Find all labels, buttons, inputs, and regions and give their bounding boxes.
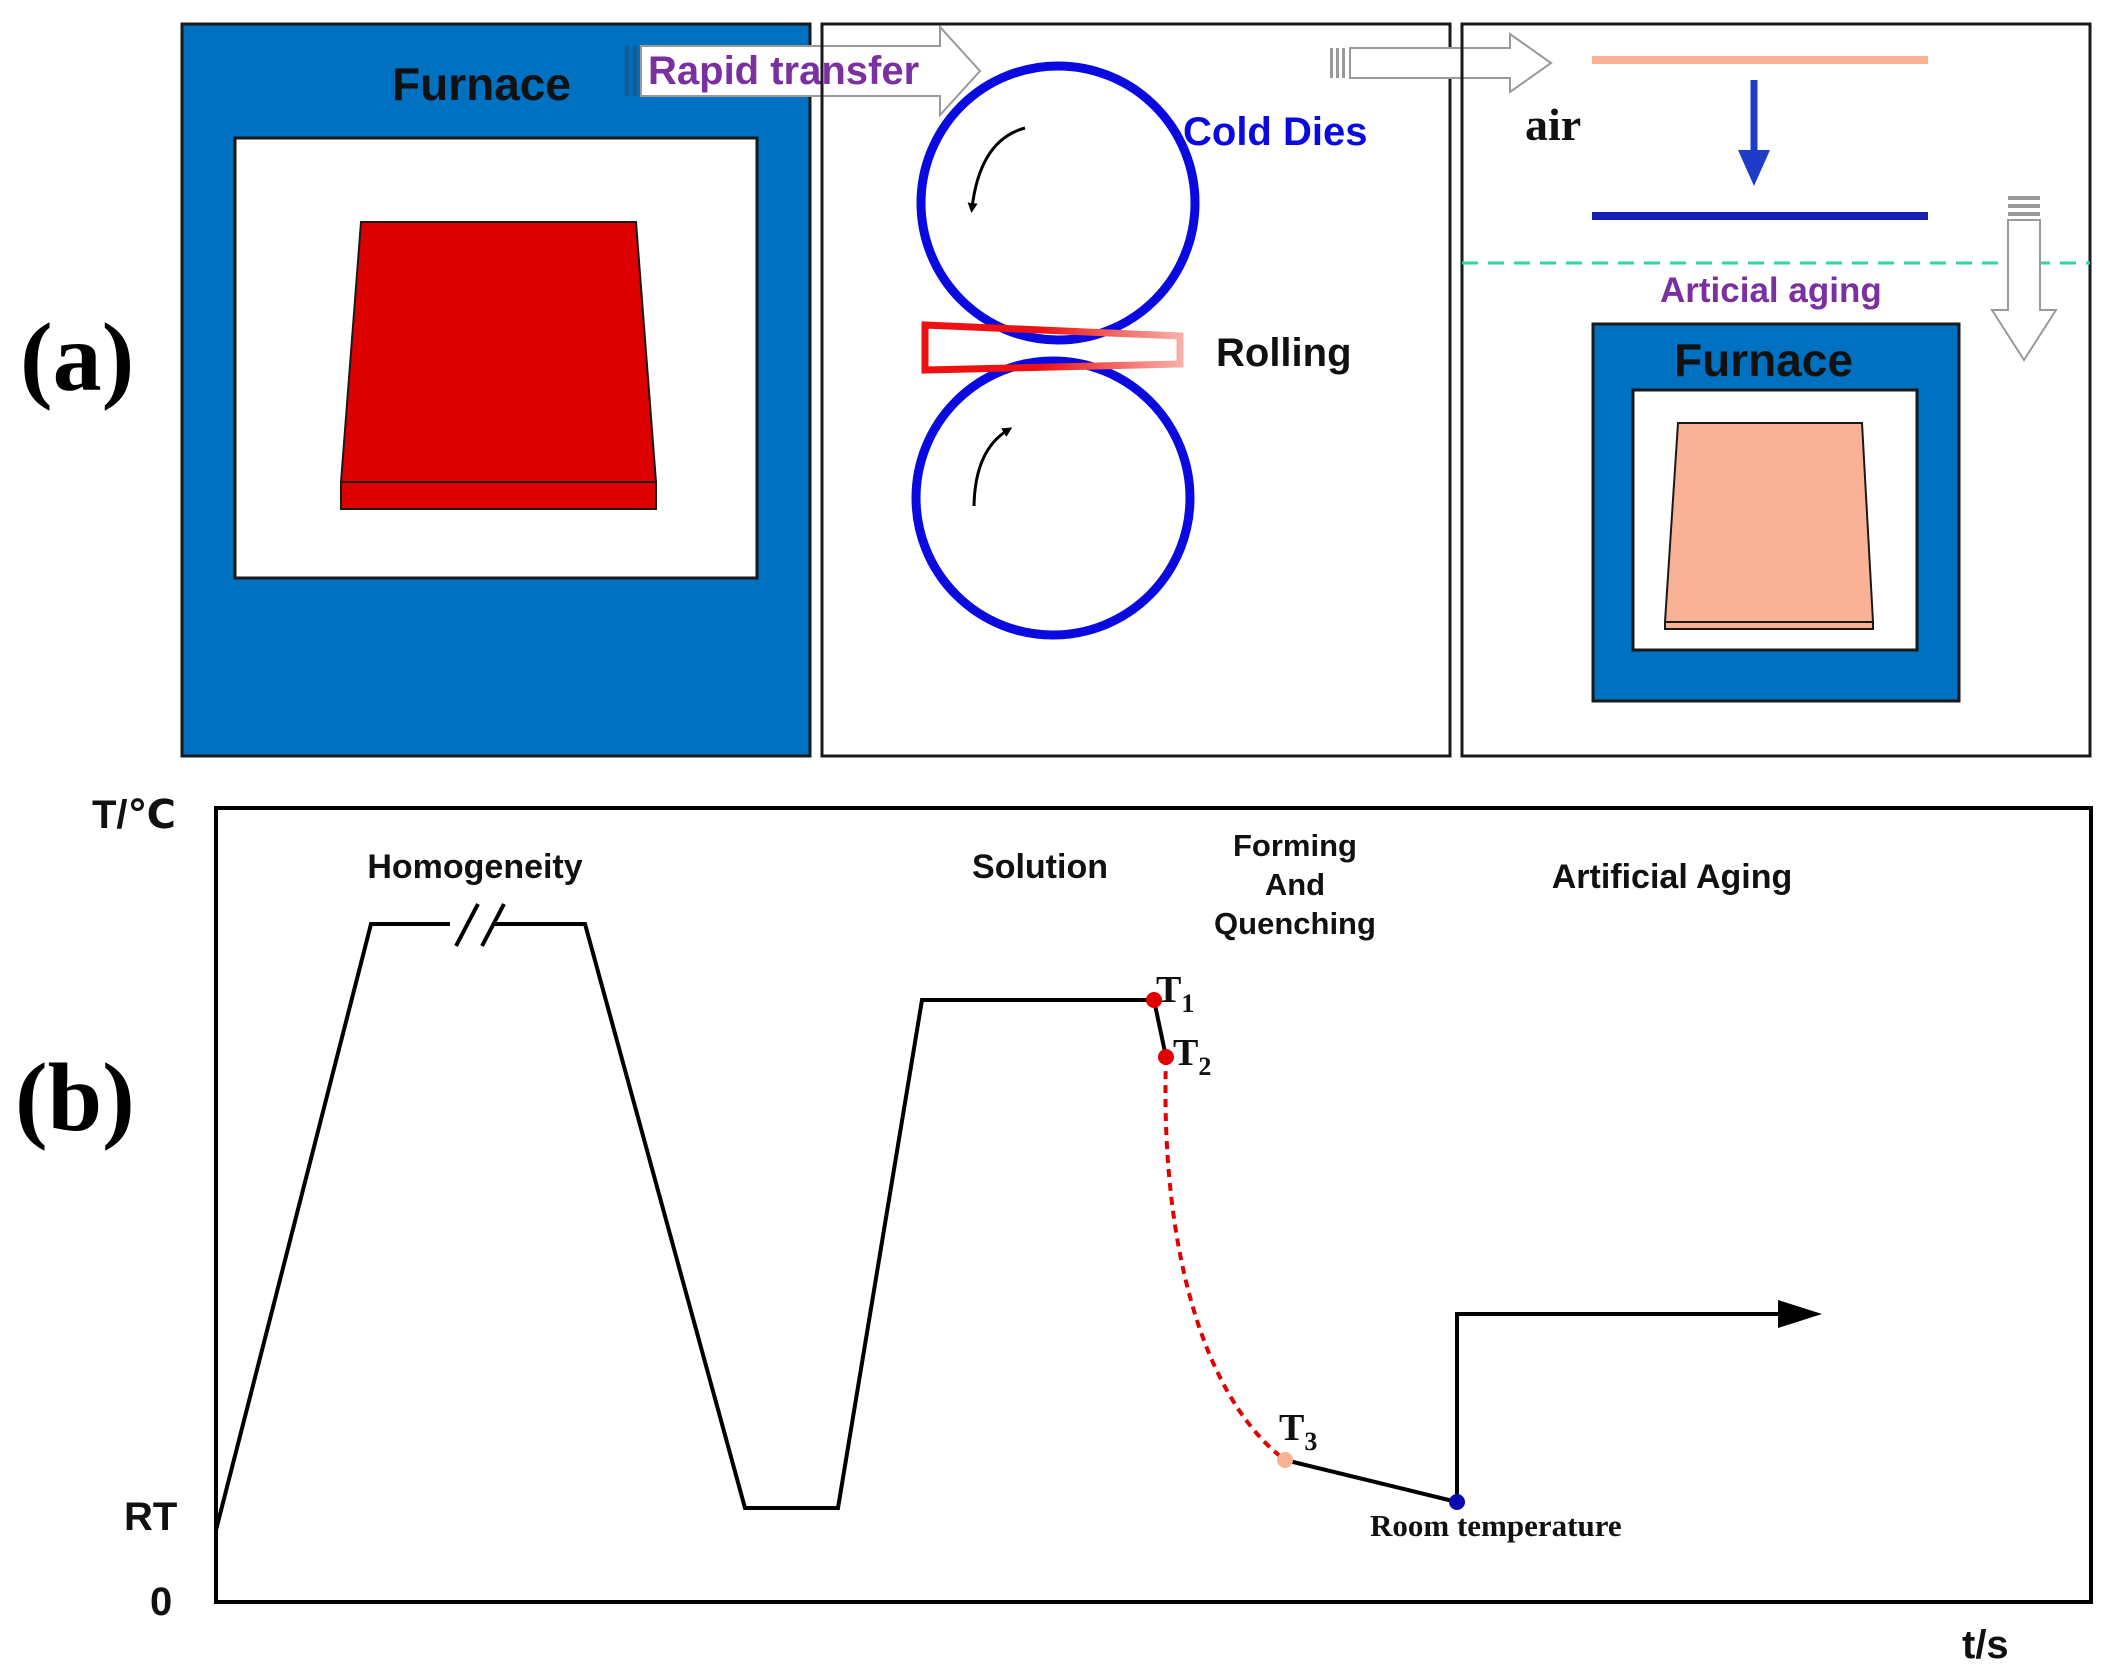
room-temperature-label: Room temperature: [1370, 1508, 1622, 1543]
aging-panel: air Articial aging Furnace: [1460, 22, 2092, 758]
stage-homogeneity: Homogeneity: [367, 848, 582, 886]
point-t2: [1158, 1049, 1174, 1065]
articial-aging-label: Articial aging: [1660, 271, 1882, 310]
cold-dies-label: Cold Dies: [1183, 110, 1367, 154]
panel-b-label: (b): [15, 1044, 135, 1152]
time-arrowhead: [1778, 1300, 1822, 1328]
rolled-strip: [921, 321, 1184, 374]
transfer-arrow-2: [1330, 32, 1553, 94]
aged-workpiece: [1663, 422, 1875, 630]
solution-cycle-segment: [495, 922, 1168, 1510]
rapid-transfer-arrow: Rapid transfer: [625, 24, 982, 118]
chart-frame: [214, 806, 2093, 1604]
furnace-heating-panel: Furnace: [180, 22, 812, 758]
lower-cold-die: [911, 356, 1195, 640]
rt-label: RT: [124, 1495, 177, 1539]
axis-break-mark: [454, 903, 480, 947]
upper-cold-die: [916, 61, 1200, 345]
rolling-panel: Cold Dies Rolling: [820, 22, 1452, 758]
stage-forming-line2: And: [1265, 867, 1325, 902]
down-transfer-arrow: [1990, 196, 2058, 362]
furnace-label: Furnace: [392, 58, 571, 110]
stage-forming-line1: Forming: [1233, 828, 1357, 863]
stage-forming-line3: Quenching: [1214, 906, 1376, 941]
hot-blank-workpiece: [339, 221, 658, 510]
stage-solution: Solution: [972, 848, 1108, 886]
point-room-temperature: [1449, 1494, 1465, 1510]
point-t3: [1277, 1452, 1293, 1468]
point-t1: [1146, 992, 1162, 1008]
aging-furnace-label: Furnace: [1674, 334, 1853, 386]
lower-rotation-arrow: [972, 427, 1013, 507]
rapid-transfer-label: Rapid transfer: [648, 49, 919, 93]
t2-label: T2: [1173, 1032, 1211, 1081]
upper-rotation-arrow: [967, 126, 1026, 213]
temperature-time-chart: T/℃ t/s RT 0 T1 T2 T3 Room temperature H…: [92, 793, 2093, 1667]
artificial-aging-segment: [1455, 1312, 1782, 1502]
homogenization-heating-segment: [214, 922, 450, 1531]
t3-label: T3: [1279, 1407, 1317, 1456]
air-label: air: [1525, 99, 1581, 150]
x-axis-label: t/s: [1962, 1623, 2009, 1667]
zero-label: 0: [150, 1580, 172, 1624]
y-axis-label: T/℃: [92, 793, 176, 837]
panel-a-label: (a): [20, 304, 134, 412]
cooling-down-arrow: [1738, 150, 1770, 186]
rolling-label: Rolling: [1216, 331, 1352, 375]
forming-quenching-curve: [1163, 1056, 1287, 1462]
air-cooling-segment: [1284, 1458, 1458, 1504]
stage-artificial-aging: Artificial Aging: [1552, 858, 1793, 896]
t1-label: T1: [1156, 969, 1194, 1018]
